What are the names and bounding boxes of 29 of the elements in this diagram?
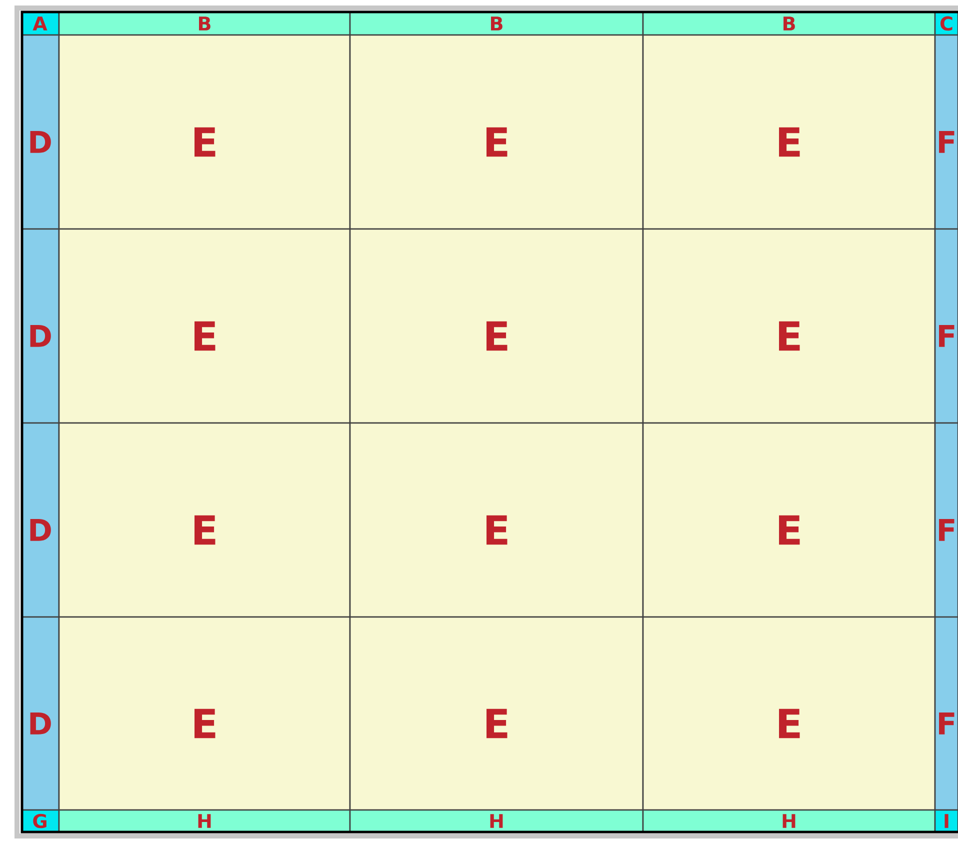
grid-cell: E	[642, 228, 936, 424]
grid-cell: E	[58, 228, 351, 424]
grid-cell: E	[349, 34, 644, 230]
grid-cell: F	[934, 34, 958, 230]
grid-cell: F	[934, 616, 958, 811]
grid-cell: B	[58, 11, 351, 36]
grid-cell: H	[58, 809, 351, 833]
grid-cell: H	[642, 809, 936, 833]
grid-cell: E	[58, 422, 351, 618]
grid-cell: I	[934, 809, 958, 833]
grid-cell: B	[349, 11, 644, 36]
grid-cell: D	[21, 228, 60, 424]
grid-cell: D	[21, 34, 60, 230]
grid-cell: F	[934, 422, 958, 618]
grid-cell: H	[349, 809, 644, 833]
grid-cell: E	[58, 616, 351, 811]
grid-cell: E	[349, 422, 644, 618]
grid-cell: B	[642, 11, 936, 36]
grid-cell: G	[21, 809, 60, 833]
grid-cell: E	[349, 616, 644, 811]
grid-cell: C	[934, 11, 958, 36]
grid-cell: F	[934, 228, 958, 424]
grid-cell: E	[642, 616, 936, 811]
grid-cell: E	[58, 34, 351, 230]
grid-cell: E	[642, 422, 936, 618]
grid-cell: E	[349, 228, 644, 424]
grid-cell: E	[642, 34, 936, 230]
grid-cell: D	[21, 616, 60, 811]
grid-cell: D	[21, 422, 60, 618]
